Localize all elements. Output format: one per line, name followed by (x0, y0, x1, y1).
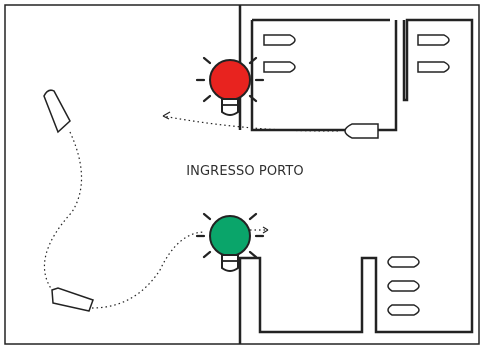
boat-icon (387, 304, 420, 316)
boat-icon (387, 256, 420, 268)
red-bulb (209, 59, 251, 101)
boat-icon (263, 34, 296, 46)
path-arrow-icon (262, 226, 269, 234)
harbor-entrance-label: INGRESSO PORTO (186, 164, 304, 179)
green-light-icon (195, 212, 265, 272)
red-light-icon (195, 56, 265, 116)
boat-icon (417, 61, 450, 73)
green-bulb (209, 215, 251, 257)
light-rays (195, 56, 265, 103)
moored-boats-lower (387, 256, 420, 316)
moving-boats (43, 89, 379, 312)
boat-icon (43, 89, 71, 134)
boat-icon (344, 123, 379, 139)
moored-boats-upper-left (263, 34, 296, 73)
boat-icon (51, 287, 94, 312)
entry-path (91, 231, 206, 309)
light-rays (195, 212, 265, 259)
boat-icon (263, 61, 296, 73)
upper-pier (238, 18, 474, 344)
boat-paths (43, 115, 339, 309)
boat-icon (417, 34, 450, 46)
path-arrow-icon (162, 111, 171, 120)
bulb-base (221, 98, 239, 116)
bulb-base (221, 254, 239, 272)
boat-icon (387, 280, 420, 292)
diagram-frame (4, 4, 480, 345)
moored-boats-upper-right (417, 34, 450, 73)
left-loop-path (43, 131, 83, 291)
